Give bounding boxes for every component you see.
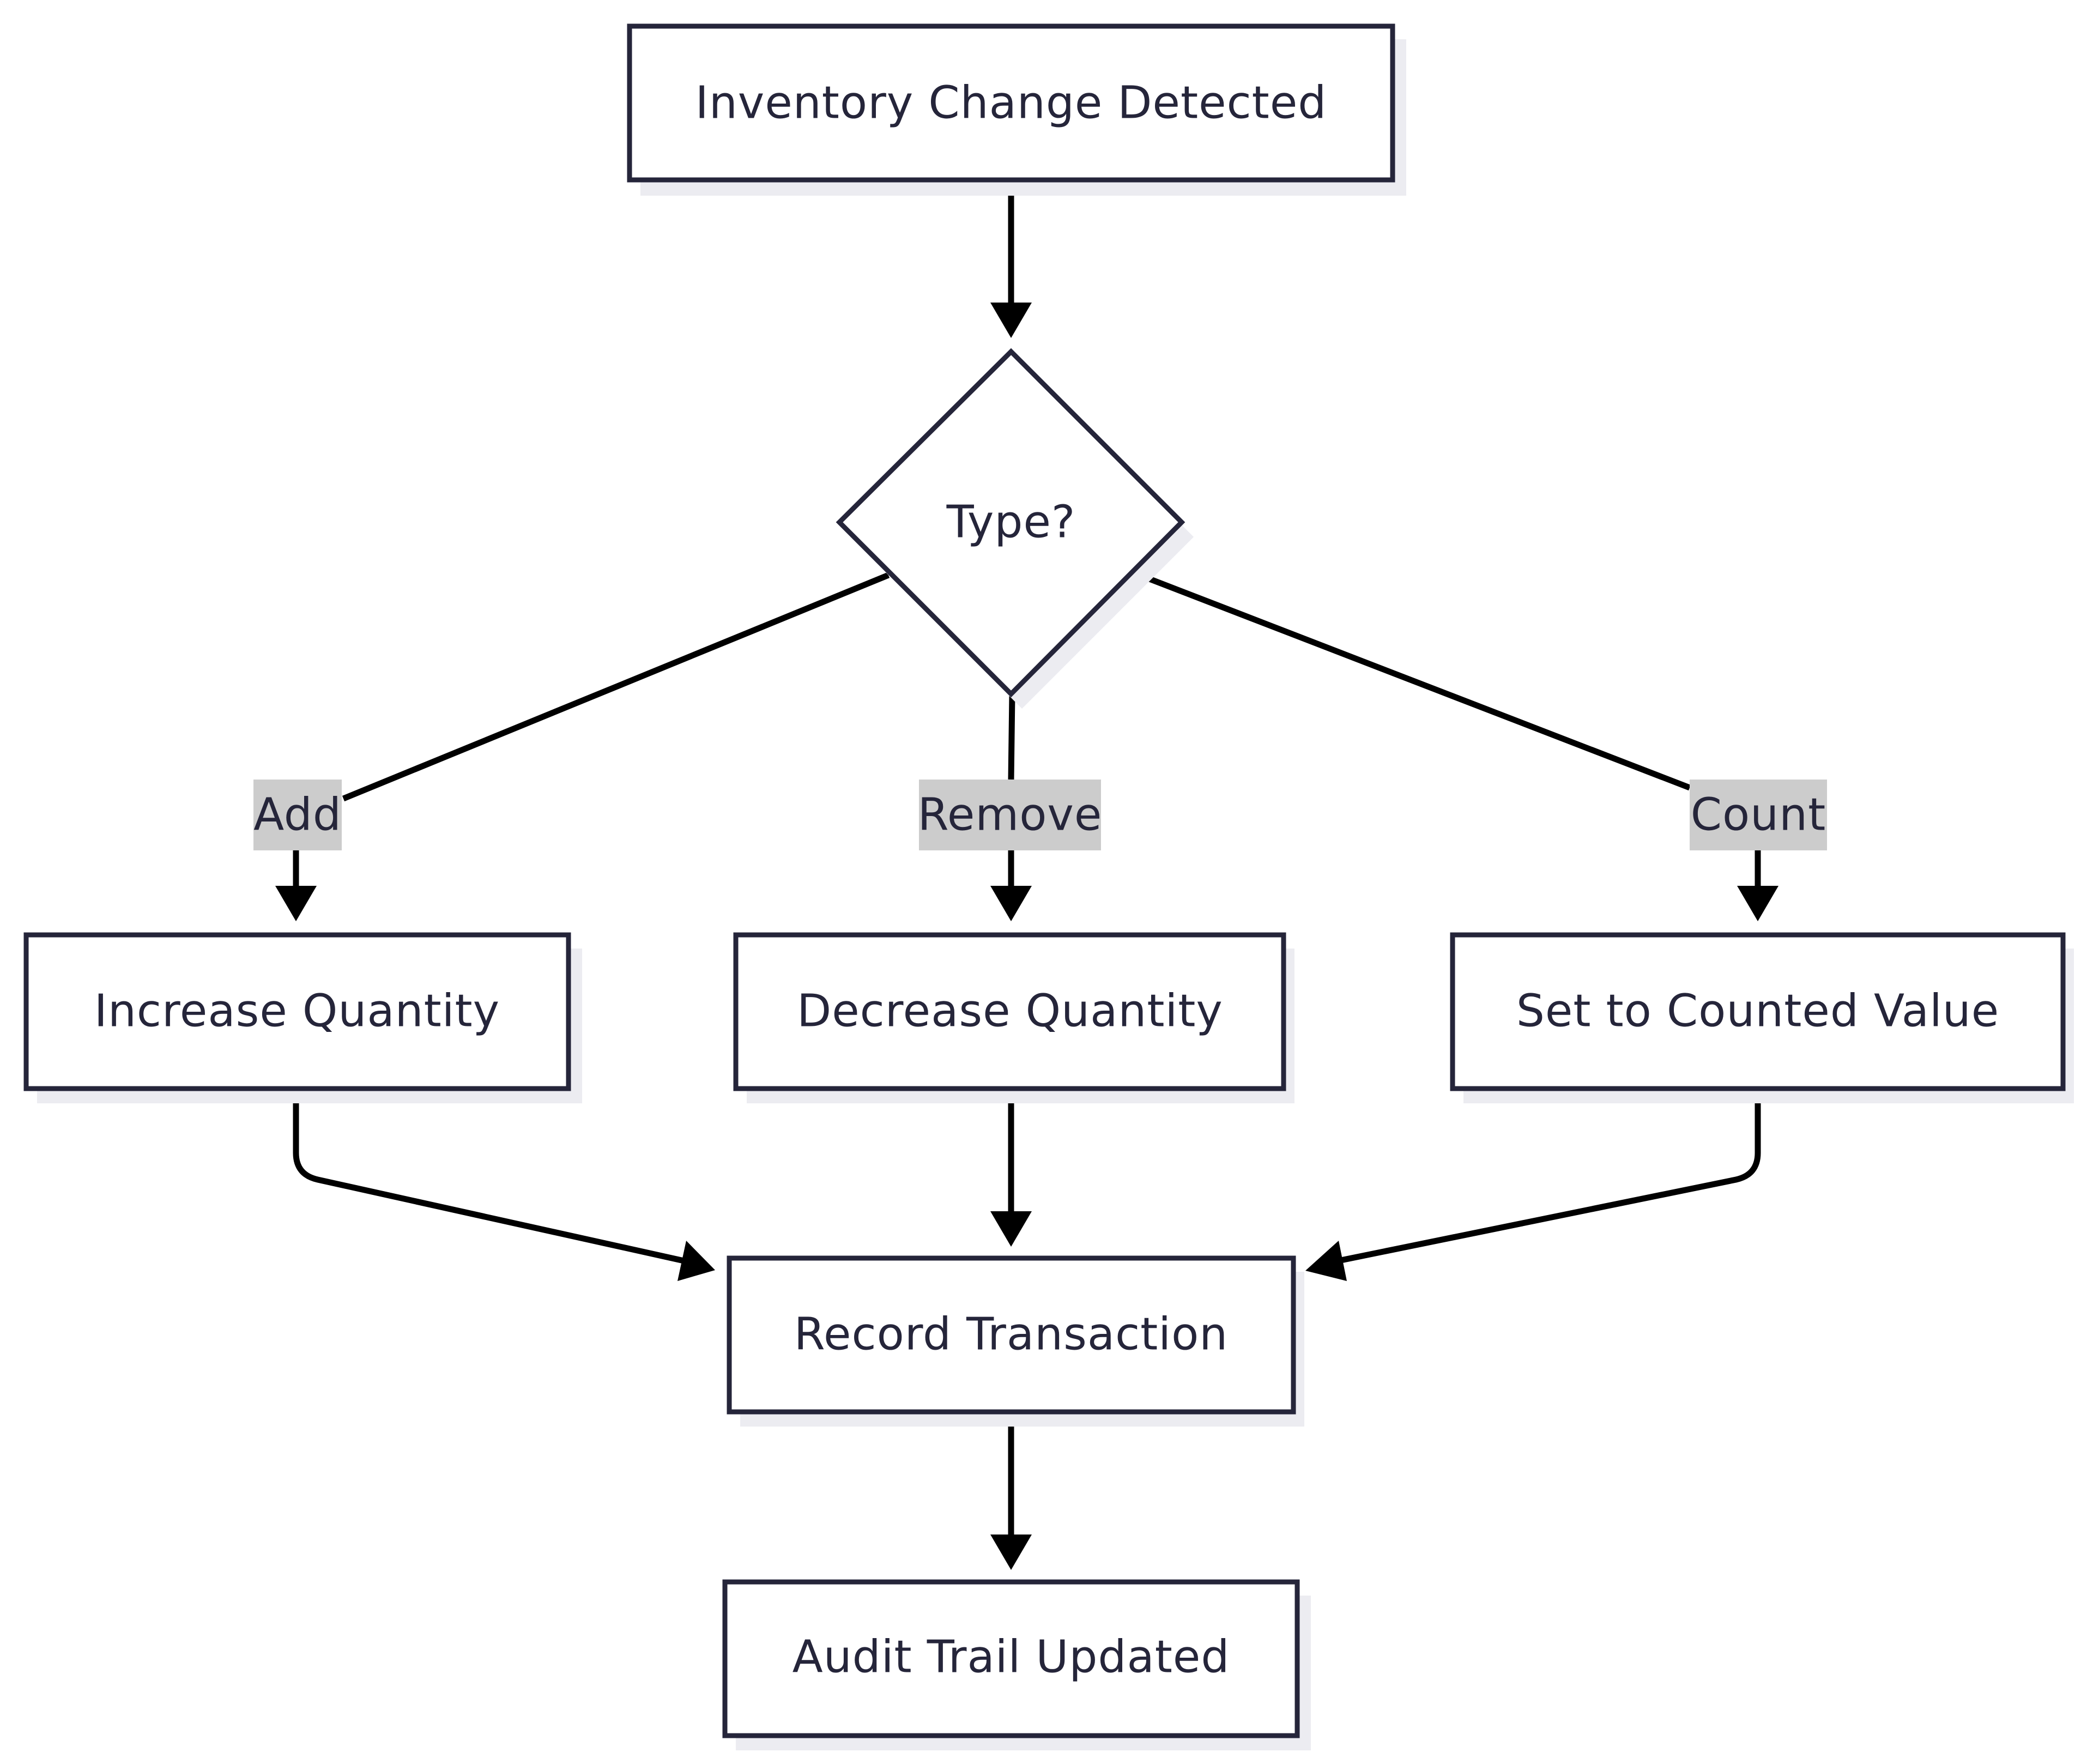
nodes: Inventory Change Detected Type? Increase… bbox=[23, 23, 2074, 1750]
arrowhead-decision bbox=[990, 303, 1032, 338]
edge-label-remove-text: Remove bbox=[918, 789, 1103, 841]
node-inventory-change-detected-label: Inventory Change Detected bbox=[695, 77, 1327, 129]
edge-label-add: Add bbox=[253, 780, 342, 850]
node-set-to-counted-value-box bbox=[1450, 932, 2066, 1091]
edge-decision-to-increase bbox=[342, 572, 890, 802]
node-audit-trail-updated-label: Audit Trail Updated bbox=[793, 1632, 1230, 1683]
node-set-to-counted-value-label: Set to Counted Value bbox=[1516, 986, 1999, 1037]
node-type-decision: Type? bbox=[836, 348, 1194, 709]
node-increase-quantity: Increase Quantity bbox=[23, 932, 582, 1103]
node-audit-trail-updated-box bbox=[722, 1579, 1300, 1738]
node-increase-quantity-box bbox=[23, 932, 571, 1091]
edge-label-count-text: Count bbox=[1691, 789, 1826, 841]
node-inventory-change-detected: Inventory Change Detected bbox=[627, 23, 1406, 196]
node-record-transaction-box bbox=[727, 1255, 1296, 1415]
node-type-decision-label: Type? bbox=[946, 497, 1076, 548]
edge-label-add-bg bbox=[253, 780, 342, 850]
arrowhead-record-left bbox=[677, 1241, 715, 1281]
edge-increase-to-record bbox=[293, 1090, 685, 1264]
arrowhead-set-count bbox=[1737, 886, 1779, 921]
node-set-to-counted-value: Set to Counted Value bbox=[1450, 932, 2074, 1103]
node-inventory-change-detected-box bbox=[627, 23, 1395, 183]
node-audit-trail-updated: Audit Trail Updated bbox=[722, 1579, 1311, 1750]
edge-decision-to-set-count bbox=[1134, 570, 1691, 791]
node-increase-quantity-label: Increase Quantity bbox=[94, 986, 500, 1037]
node-type-decision-diamond bbox=[836, 348, 1185, 698]
edges bbox=[275, 180, 1779, 1570]
arrowhead-record-right bbox=[1305, 1241, 1347, 1281]
node-decrease-quantity-box bbox=[733, 932, 1286, 1091]
arrowhead-decrease bbox=[990, 886, 1032, 921]
edge-set-count-to-record bbox=[1337, 1090, 1761, 1264]
node-decrease-quantity-label: Decrease Quantity bbox=[797, 986, 1223, 1037]
node-decrease-quantity: Decrease Quantity bbox=[733, 932, 1294, 1103]
edge-label-remove: Remove bbox=[918, 780, 1103, 850]
arrowhead-increase bbox=[275, 886, 317, 921]
edge-label-count: Count bbox=[1690, 780, 1827, 850]
arrowhead-record-center bbox=[990, 1211, 1032, 1247]
edge-decision-to-decrease bbox=[1008, 694, 1015, 780]
edge-labels: Add Remove Count bbox=[253, 780, 1827, 850]
edge-label-add-text: Add bbox=[253, 789, 342, 841]
edge-label-count-bg bbox=[1690, 780, 1827, 850]
node-record-transaction-label: Record Transaction bbox=[794, 1309, 1228, 1361]
edge-label-remove-bg bbox=[919, 780, 1101, 850]
node-record-transaction: Record Transaction bbox=[727, 1255, 1304, 1427]
arrowhead-audit bbox=[990, 1535, 1032, 1570]
